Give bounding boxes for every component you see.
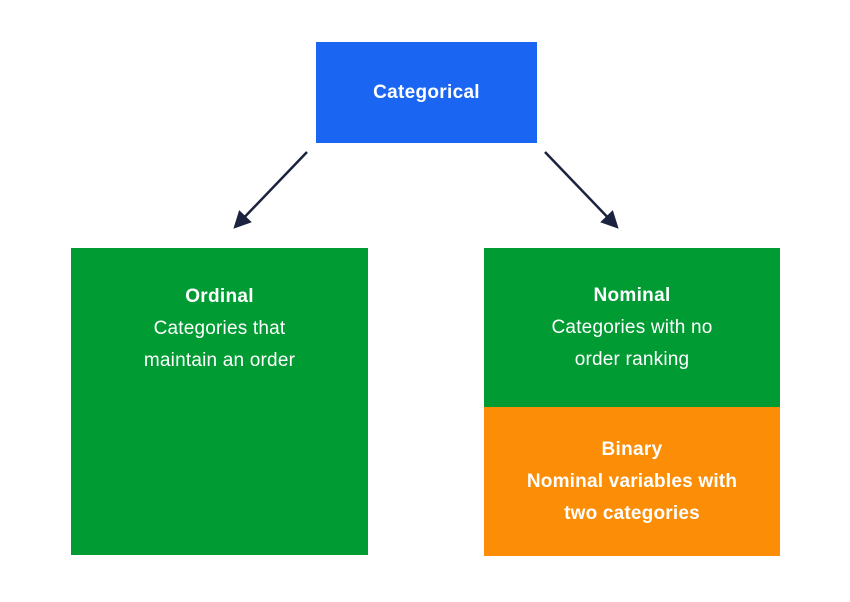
binary-node-description: Nominal variables with two categories	[526, 470, 738, 524]
ordinal-node: Ordinal Categories that maintain an orde…	[71, 248, 368, 555]
nominal-node: Nominal Categories with no order ranking	[484, 248, 780, 407]
arrow-to-nominal	[544, 151, 619, 229]
nominal-node-description: Categories with no order ranking	[551, 316, 713, 370]
ordinal-node-title: Ordinal	[185, 286, 254, 307]
ordinal-node-description: Categories that maintain an order	[143, 318, 296, 371]
categorical-node: Categorical	[316, 42, 537, 143]
nominal-node-title: Nominal	[593, 284, 671, 306]
arrow-to-ordinal	[233, 151, 308, 229]
binary-node-title: Binary	[601, 438, 663, 460]
categorical-node-label: Categorical	[373, 81, 480, 103]
binary-node: Binary Nominal variables with two catego…	[484, 407, 780, 556]
